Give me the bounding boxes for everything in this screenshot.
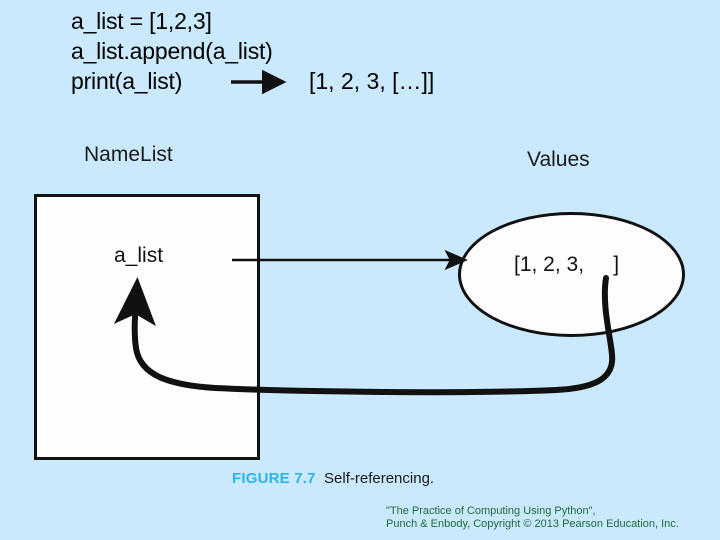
code-line-assignment: a_list = [1,2,3]: [71, 8, 212, 34]
namelist-box: [34, 194, 260, 460]
figure-number: FIGURE 7.7: [232, 470, 316, 487]
value-label-list: [1, 2, 3, ]: [514, 253, 620, 276]
figure-caption: FIGURE 7.7 Self-referencing.: [232, 470, 434, 487]
figure-title: [316, 470, 324, 487]
credit-line-1: "The Practice of Computing Using Python"…: [386, 505, 596, 517]
namelist-heading: NameList: [84, 143, 173, 166]
code-output-value: [1, 2, 3, […]]: [309, 68, 435, 94]
code-line-print: print(a_list): [71, 68, 183, 94]
values-heading: Values: [527, 148, 590, 171]
credit-line-2: Punch & Enbody, Copyright © 2013 Pearson…: [386, 518, 679, 530]
code-line-append: a_list.append(a_list): [71, 38, 273, 64]
figure-title-text: Self-referencing.: [324, 470, 435, 487]
name-label-a-list: a_list: [114, 244, 164, 267]
copyright-credit: "The Practice of Computing Using Python"…: [386, 505, 679, 531]
